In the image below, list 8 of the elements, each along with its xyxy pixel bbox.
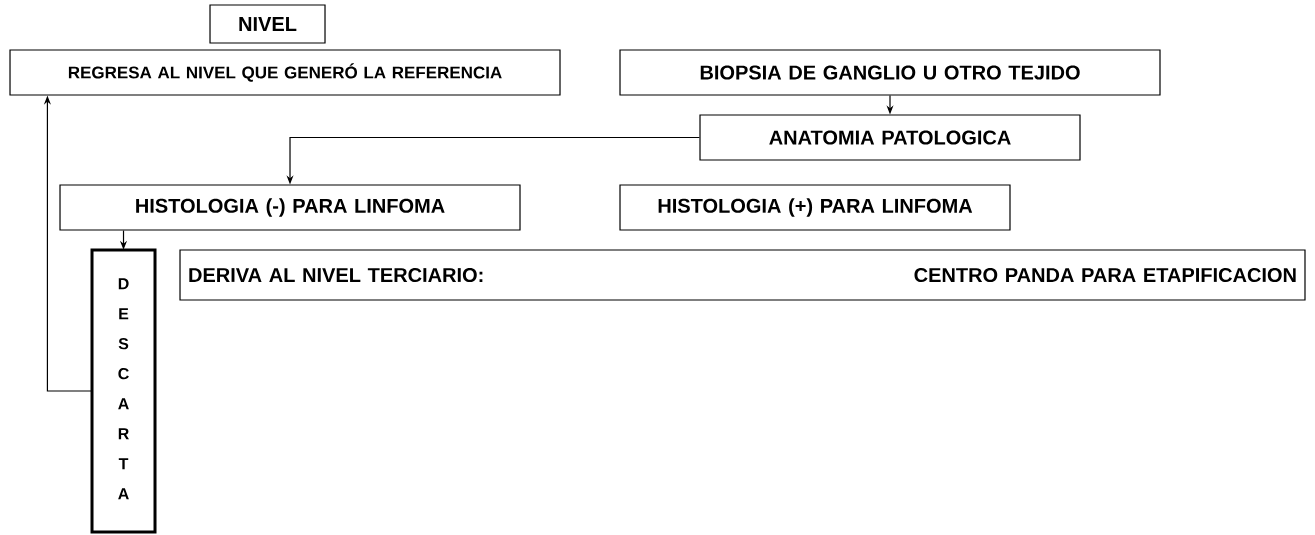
- process-box: HISTOLOGIA (+) PARA LINFOMA: [619, 184, 1011, 231]
- process-box: REGRESA AL NIVEL QUE GENERÓ LA REFERENCIA: [9, 49, 561, 96]
- process-box: DERIVA AL NIVEL TERCIARIO: CENTRO PANDA PARA ETAPIFICACION: [179, 249, 1306, 301]
- process-box: ANATOMIA PATOLOGICA: [699, 114, 1081, 161]
- process-box: DESCARTA: [90, 248, 157, 534]
- process-box: NIVEL: [209, 4, 326, 44]
- process-box: BIOPSIA DE GANGLIO U OTRO TEJIDO: [619, 49, 1161, 96]
- process-box: HISTOLOGIA (-) PARA LINFOMA: [59, 184, 521, 231]
